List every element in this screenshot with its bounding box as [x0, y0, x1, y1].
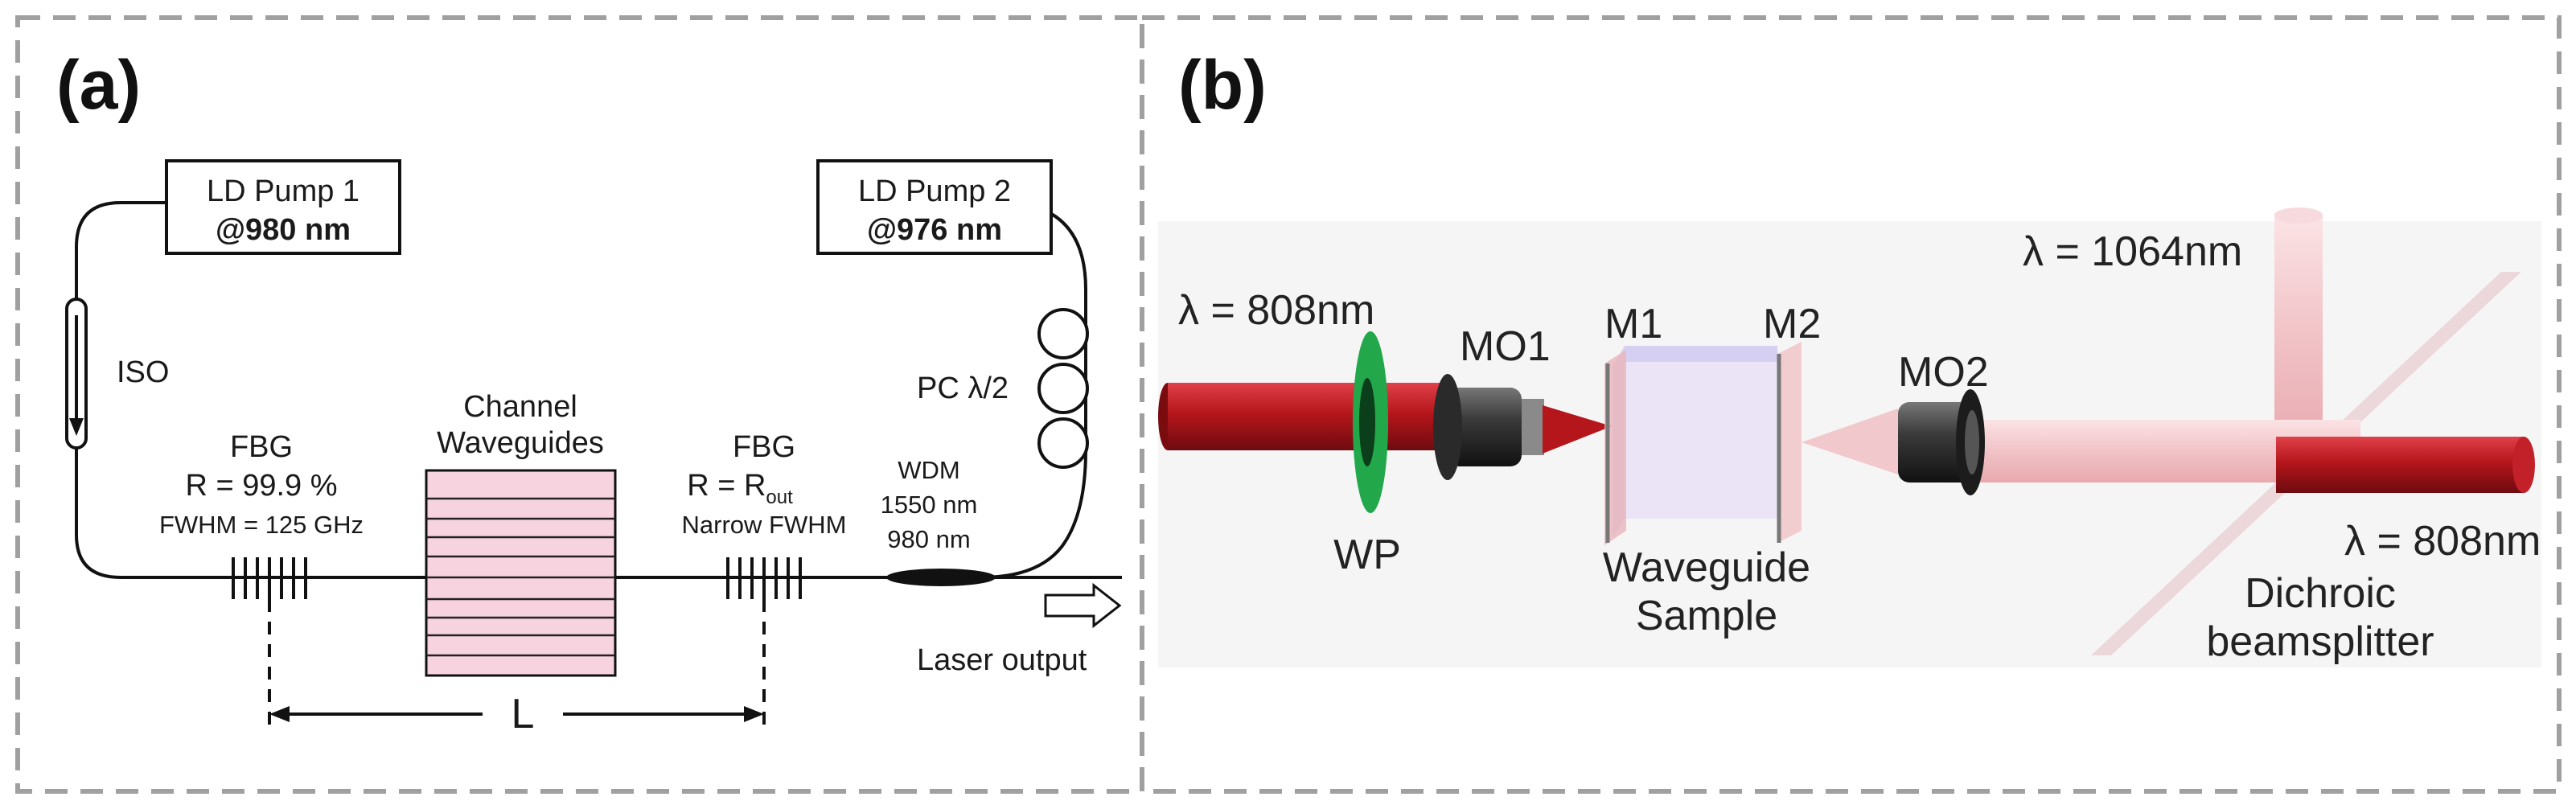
beam-808-output	[2276, 437, 2535, 493]
output-arrow-icon	[1044, 582, 1122, 629]
panel-b: (b)	[1140, 15, 2562, 794]
mo1-objective	[1433, 374, 1544, 480]
pump-1-wavelength: @980 nm	[216, 213, 351, 247]
fbg-1-title: FBG	[230, 430, 293, 464]
panel-a-label: (a)	[56, 47, 141, 124]
pump-1-box: LD Pump 1 @980 nm	[165, 159, 401, 255]
mirror-m1	[1604, 350, 1626, 545]
wdm-line-1: 1550 nm	[881, 491, 978, 519]
waveguides-label-1: Channel	[463, 390, 577, 424]
wp-label: WP	[1333, 532, 1401, 578]
input-wavelength-label: λ = 808nm	[1178, 287, 1374, 334]
focus-cone-in	[1543, 405, 1612, 454]
fbg-2-title: FBG	[733, 430, 795, 464]
length-dimension	[268, 599, 766, 728]
fbg-2	[726, 557, 802, 599]
panel-a: (a) LD Pump 1 @980 nm LD Pump 2 @976 nm …	[15, 15, 1144, 794]
beam-808-input	[1158, 383, 1440, 450]
m1-label: M1	[1604, 301, 1662, 347]
iso-label: ISO	[117, 355, 169, 389]
waveplate	[1353, 331, 1388, 513]
mo2-objective	[1898, 389, 1985, 495]
pump-2-box: LD Pump 2 @976 nm	[816, 159, 1053, 255]
pc-label: PC λ/2	[917, 372, 1009, 405]
wdm-line-2: 980 nm	[887, 525, 970, 553]
fiber-loop	[75, 201, 1087, 579]
length-label: L	[512, 691, 535, 737]
dichroic-label-1: Dichroic	[2245, 570, 2396, 617]
mo2-label: MO2	[1898, 349, 1989, 396]
pump-2-wavelength: @976 nm	[867, 213, 1002, 247]
panel-a-frame	[15, 15, 1144, 794]
waveguide-label-2: Sample	[1636, 593, 1777, 639]
fbg-1-fwhm: FWHM = 125 GHz	[159, 511, 364, 539]
pump-1-name: LD Pump 1	[207, 175, 359, 208]
dichroic-label-2: beamsplitter	[2206, 618, 2434, 665]
fbg-2-fwhm: Narrow FWHM	[682, 511, 847, 539]
polarization-controller	[1037, 308, 1089, 469]
fbg-2-r-prefix: R = R	[687, 469, 766, 503]
output-1064-label: λ = 1064nm	[2023, 228, 2242, 275]
fbg-2-reflectivity: R = Rout	[687, 469, 793, 508]
channel-waveguides	[425, 469, 617, 677]
waveguide-label-1: Waveguide	[1603, 544, 1810, 591]
wdm-coupler	[886, 569, 996, 586]
pump-2-name: LD Pump 2	[858, 175, 1011, 208]
mirror-m2	[1777, 342, 1802, 543]
laser-output-label: Laser output	[917, 643, 1087, 677]
output-808-label: λ = 808nm	[2344, 518, 2541, 565]
beam-1064-branch	[2274, 207, 2323, 453]
fbg-1-reflectivity: R = 99.9 %	[185, 469, 337, 503]
wdm-title: WDM	[898, 456, 959, 484]
waveguide-sample	[1613, 346, 1777, 537]
fbg-2-r-sub: out	[766, 487, 793, 508]
mo1-label: MO1	[1460, 323, 1551, 370]
diverge-cone-out	[1802, 409, 1898, 474]
fbg-1	[232, 557, 307, 599]
panel-b-label: (b)	[1178, 47, 1267, 124]
m2-label: M2	[1763, 301, 1821, 347]
waveguides-label-2: Waveguides	[437, 426, 604, 460]
isolator	[65, 298, 88, 450]
panel-b-frame	[1140, 15, 2562, 794]
